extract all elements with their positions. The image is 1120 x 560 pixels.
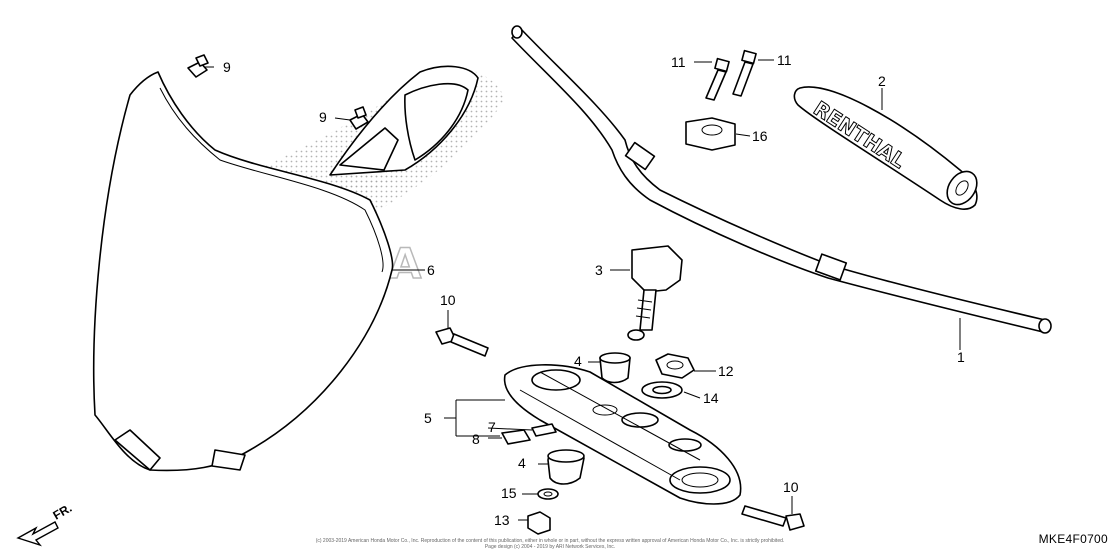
callout-11-right: 11	[777, 52, 792, 68]
callout-7: 7	[488, 419, 496, 435]
bolt-11-left	[705, 57, 730, 101]
callout-10-left: 10	[440, 292, 456, 308]
bolt-11-right	[732, 49, 757, 97]
part-7	[531, 423, 557, 437]
callout-10-right: 10	[783, 479, 799, 495]
rubber-bushing-upper	[599, 352, 631, 384]
callout-6: 6	[427, 262, 435, 278]
handlebar-upper-holder-part	[685, 117, 736, 151]
callout-9-lower: 9	[319, 109, 327, 125]
bolt-9-lower	[349, 106, 369, 130]
number-plate-part	[92, 65, 479, 472]
callout-5: 5	[424, 410, 432, 426]
leader-lines	[205, 59, 961, 521]
callout-12: 12	[718, 363, 734, 379]
washer-15	[537, 488, 559, 500]
copyright-notice: (c) 2003-2019 American Honda Motor Co., …	[250, 538, 850, 550]
callout-8: 8	[472, 431, 480, 447]
diagram-code: MKE4F0700	[1038, 532, 1108, 546]
callout-15: 15	[501, 485, 517, 501]
front-direction-indicator: FR.	[16, 501, 75, 547]
callout-2: 2	[878, 73, 886, 89]
callout-9-upper: 9	[223, 59, 231, 75]
handlebar-pad-part: RENTHAL	[793, 86, 978, 210]
copyright-line-1: (c) 2003-2019 American Honda Motor Co., …	[315, 538, 785, 544]
callout-13: 13	[494, 512, 510, 528]
bolt-10-left	[435, 327, 489, 357]
washer-14	[641, 381, 683, 399]
callout-11-left: 11	[671, 54, 686, 70]
callout-4-lower: 4	[518, 455, 526, 471]
front-label: FR.	[51, 501, 75, 523]
nut-12	[655, 353, 695, 379]
callout-labels: 1 2 3 4 4 5 6 7 8 9 9 10 10 11 11 12 13 …	[223, 52, 965, 528]
handlebar-lower-holder-part	[627, 245, 683, 341]
bolt-9-upper	[187, 54, 209, 78]
callout-3: 3	[595, 262, 603, 278]
callout-1: 1	[957, 349, 965, 365]
plate-8	[501, 429, 531, 445]
callout-14: 14	[703, 390, 719, 406]
callout-16: 16	[752, 128, 768, 144]
callout-4-upper: 4	[574, 353, 582, 369]
copyright-line-2: Page design (c) 2004 - 2019 by ARI Netwo…	[484, 544, 616, 550]
nut-13	[527, 511, 551, 535]
rubber-bushing-lower	[547, 449, 585, 485]
top-bridge-part	[503, 364, 742, 505]
handlebar-part	[511, 25, 1052, 334]
bolt-10-right	[741, 505, 805, 531]
